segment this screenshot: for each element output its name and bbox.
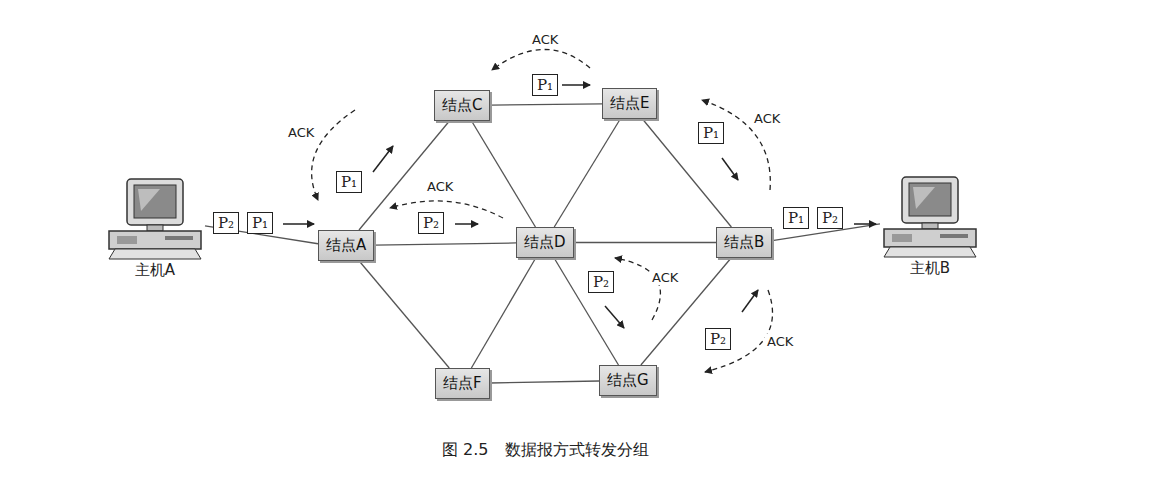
packet-arrow — [455, 223, 478, 225]
node-label: 主机B — [880, 259, 980, 278]
node-label: 结点B — [724, 233, 764, 252]
node-label: 结点C — [442, 96, 482, 115]
link-line — [641, 258, 731, 365]
link-line — [554, 119, 620, 227]
node-label: 主机A — [105, 261, 205, 280]
link-line — [471, 258, 535, 368]
link-line — [574, 242, 716, 243]
ack-label: ACK — [530, 32, 560, 47]
packet-arrow — [722, 158, 738, 180]
link-line — [359, 261, 449, 368]
packet-box: P₂ — [705, 328, 731, 350]
node-label: 结点E — [610, 94, 649, 113]
router-node: 结点A — [318, 230, 374, 261]
link-line — [490, 381, 599, 383]
packet-box: P₁ — [783, 207, 809, 229]
router-node: 结点G — [599, 365, 657, 396]
router-node: 结点F — [435, 368, 490, 399]
packet-arrow — [854, 223, 876, 225]
node-label: 结点G — [607, 371, 649, 390]
ack-label: ACK — [752, 111, 782, 126]
router-node: 结点B — [716, 227, 772, 258]
link-line — [642, 119, 731, 227]
computer-icon — [105, 177, 205, 261]
node-label: 结点D — [524, 233, 566, 252]
ack-arrow — [390, 201, 503, 218]
host-computer: 主机A — [105, 177, 205, 280]
packet-box: P₁ — [336, 171, 362, 193]
ack-label: ACK — [650, 270, 680, 285]
ack-arrow — [615, 258, 660, 320]
packet-box: P₁ — [532, 74, 558, 96]
node-label: 结点F — [443, 374, 482, 393]
ack-arrow — [492, 49, 590, 70]
link-line — [472, 121, 536, 227]
host-computer: 主机B — [880, 175, 980, 278]
link-line — [374, 243, 516, 245]
ack-label: ACK — [425, 179, 455, 194]
packet-arrow — [605, 306, 624, 328]
router-node: 结点E — [602, 88, 657, 119]
packet-box: P₂ — [817, 207, 843, 229]
router-node: 结点C — [434, 90, 490, 121]
link-line — [490, 104, 602, 105]
packet-arrow — [373, 146, 393, 172]
ack-label: ACK — [286, 125, 316, 140]
packet-arrow — [742, 290, 758, 312]
packet-arrow — [562, 84, 590, 86]
ack-label: ACK — [765, 334, 795, 349]
packet-box: P₂ — [588, 271, 614, 293]
packet-box: P₁ — [247, 212, 273, 234]
packet-arrow — [283, 223, 314, 225]
figure-caption: 图 2.5 数据报方式转发分组 — [442, 440, 649, 461]
router-node: 结点D — [516, 227, 574, 258]
ack-arrow — [705, 290, 773, 372]
packet-box: P₂ — [418, 212, 444, 234]
packet-box: P₁ — [698, 122, 724, 144]
computer-icon — [880, 175, 980, 259]
node-label: 结点A — [326, 236, 366, 255]
packet-box: P₂ — [213, 212, 239, 234]
